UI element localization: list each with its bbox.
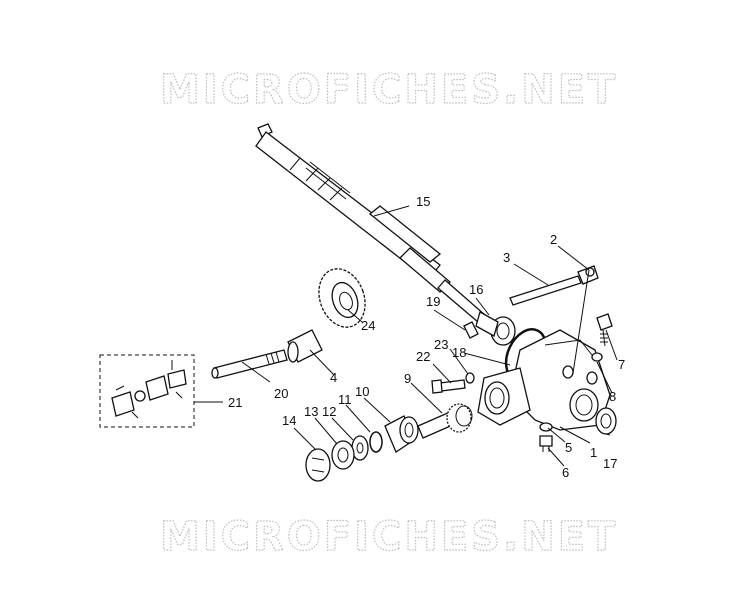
part-15-steering-shaft <box>255 123 486 323</box>
callout-1: 1 <box>590 445 597 460</box>
callout-10: 10 <box>355 384 369 399</box>
callout-24: 24 <box>361 318 375 333</box>
watermark-top: MICROFICHES.NET <box>160 67 618 113</box>
leader-lines <box>194 205 618 467</box>
part-19-bolt <box>463 321 479 339</box>
part-14-cover <box>305 448 331 482</box>
callout-4: 4 <box>330 370 337 385</box>
callout-12: 12 <box>322 404 336 419</box>
callout-7: 7 <box>618 357 625 372</box>
part-20-drive-shaft <box>211 349 288 379</box>
callout-16: 16 <box>469 282 483 297</box>
part-12-washer <box>351 435 369 461</box>
part-21-universal-joint <box>99 354 195 428</box>
part-16-shaft-seal <box>475 311 516 346</box>
callout-19: 19 <box>426 294 440 309</box>
part-8-washer <box>591 352 603 362</box>
callout-14: 14 <box>282 413 296 428</box>
part-11-circlip <box>369 431 383 453</box>
callout-17: 17 <box>603 456 617 471</box>
callout-15: 15 <box>416 194 430 209</box>
callout-3: 3 <box>503 250 510 265</box>
callout-5: 5 <box>565 440 572 455</box>
part-13-bearing <box>331 440 355 470</box>
part-3-breather-tube <box>509 275 582 306</box>
part-23-nut <box>465 372 475 384</box>
watermark-bottom: MICROFICHES.NET <box>160 514 618 560</box>
part-7-dipstick <box>596 313 613 347</box>
callout-8: 8 <box>609 389 616 404</box>
part-10-bearing <box>384 415 419 453</box>
part-9-pinion-shaft <box>417 403 473 439</box>
callout-11: 11 <box>338 392 352 407</box>
callout-2: 2 <box>550 232 557 247</box>
callout-9: 9 <box>404 371 411 386</box>
part-17-side-seal <box>595 407 617 435</box>
part-22-bolt <box>431 379 466 394</box>
callout-23: 23 <box>434 337 448 352</box>
callout-20: 20 <box>274 386 288 401</box>
callout-6: 6 <box>562 465 569 480</box>
part-24-bevel-gear <box>318 268 366 328</box>
part-1-gear-housing <box>477 329 611 431</box>
callout-labels: 1 2 3 4 5 6 7 8 9 10 11 12 13 14 15 16 1… <box>228 194 625 480</box>
callout-18: 18 <box>452 345 466 360</box>
callout-22: 22 <box>416 349 430 364</box>
callout-21: 21 <box>228 395 242 410</box>
part-5-6-drain-plug <box>539 422 553 452</box>
callout-13: 13 <box>304 404 318 419</box>
